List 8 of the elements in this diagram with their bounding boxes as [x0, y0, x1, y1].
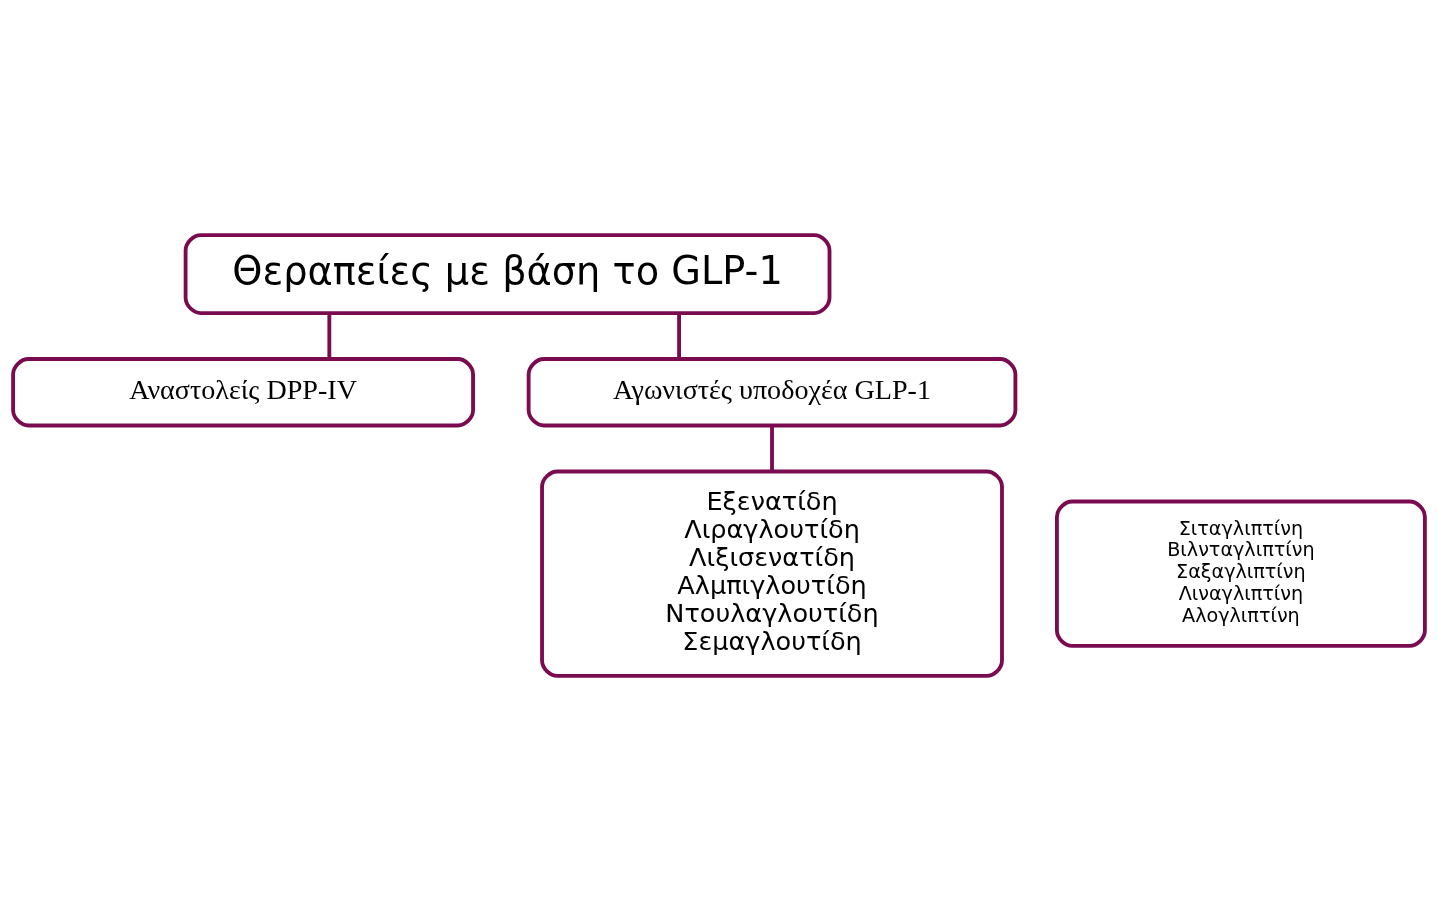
node-box: Αγωνιστές υποδοχέα GLP-1 [526, 356, 1018, 427]
node-box: Σιταγλιπτίνη Βιλνταγλιπτίνη Σαξαγλιπτίνη Λιναγλιπτίνη Αλογλιπτίνη [1055, 499, 1427, 648]
connector [327, 312, 332, 359]
node-box: Αναστολείς DPP-IV [11, 356, 475, 427]
connector [770, 425, 774, 471]
node-box: Εξενατίδη Λιραγλουτίδη Λιξισενατίδη Αλμπιγλουτίδη Ντουλαγλουτίδη Σεμαγλουτίδη [540, 469, 1004, 678]
node-box: Θεραπείες με βάση το GLP-1 [183, 232, 832, 315]
connector [677, 312, 681, 359]
